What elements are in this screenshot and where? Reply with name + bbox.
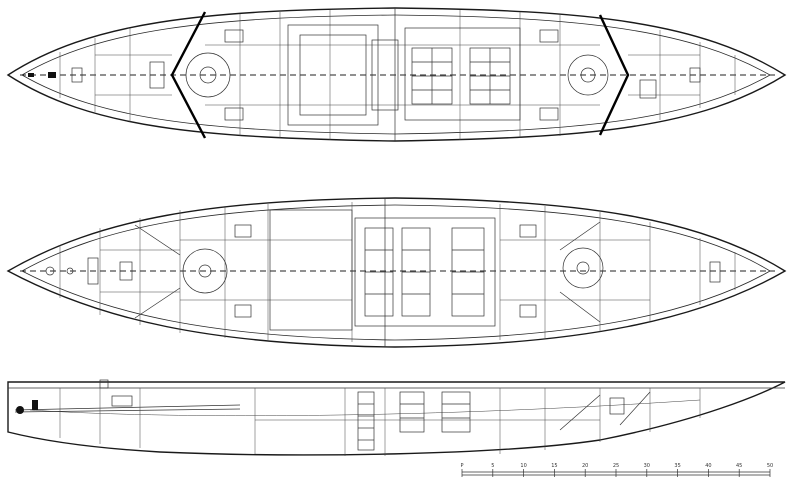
scale-tick-label: 10 [520,463,526,469]
scale-tick-label: 50 [767,463,773,469]
scale-tick-label: 20 [582,463,588,469]
scale-tick-label: 25 [613,463,619,469]
lower-deck-plan [6,197,787,348]
scale-tick-label: 15 [551,463,557,469]
scale-bar: P 5 10 15 20 25 30 35 40 45 50 [460,463,773,477]
scale-tick-label: 30 [644,463,650,469]
scale-tick-label: 5 [491,463,494,469]
scale-tick-label: P [460,463,463,469]
scale-tick-label: 45 [736,463,742,469]
scale-tick-label: 40 [705,463,711,469]
upper-deck-plan [6,7,787,142]
profile-section [7,379,786,456]
scale-tick-label: 35 [674,463,680,469]
scale-ticks: P 5 10 15 20 25 30 35 40 45 50 [460,463,773,477]
